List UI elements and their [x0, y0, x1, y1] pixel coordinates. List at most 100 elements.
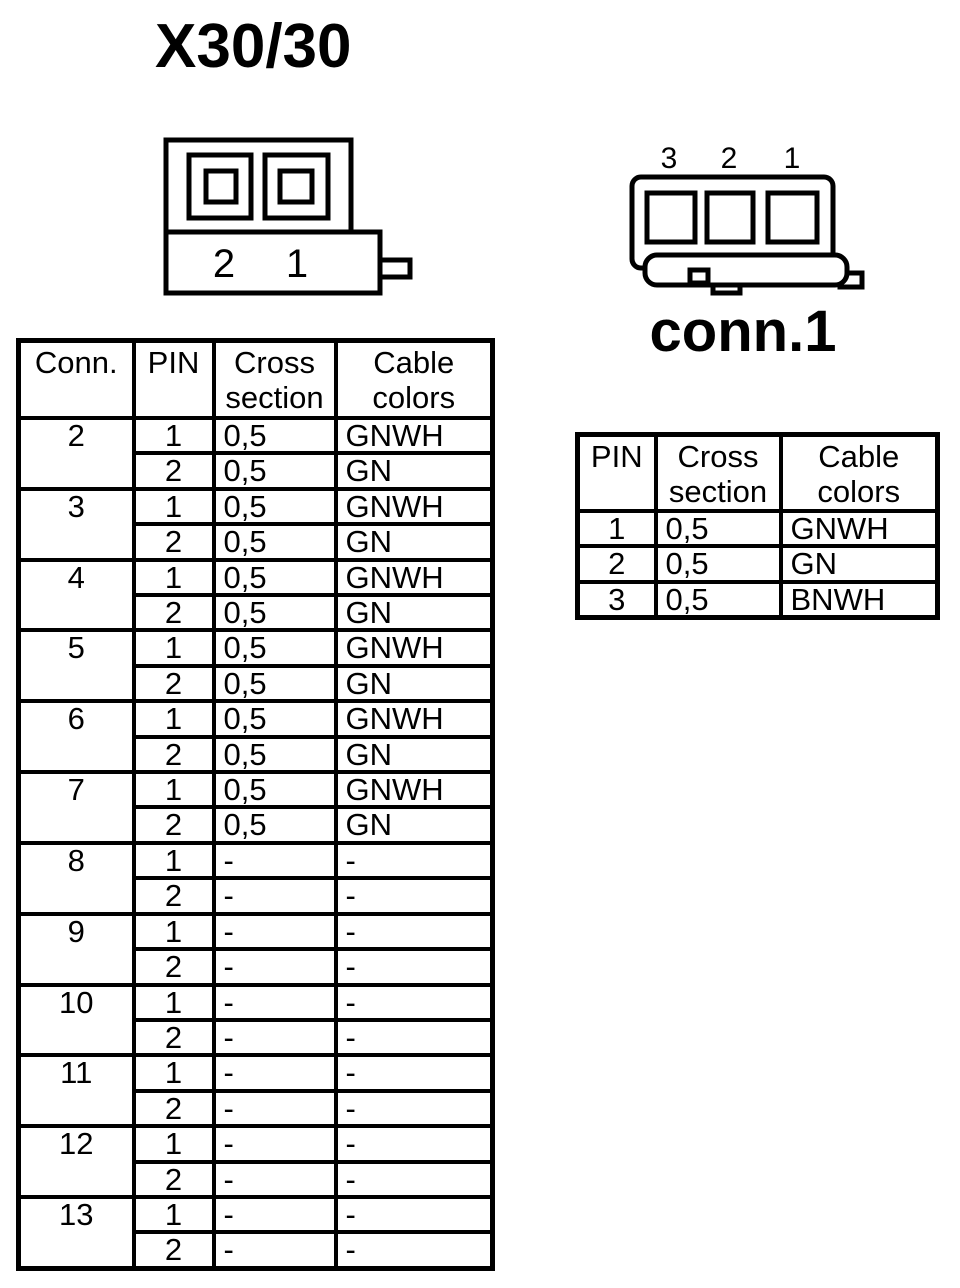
pin-cell: 1 [131, 840, 216, 881]
pin-cell: 1 [131, 557, 216, 598]
pin-cell: 1 [131, 1124, 216, 1164]
pin-cell: 2 [131, 593, 216, 633]
x30-table-header-row: Conn. PIN Cross section Cable colors [16, 338, 495, 420]
cross-section-cell: 0,5 [211, 628, 338, 668]
pin-cell: 1 [131, 911, 216, 952]
cable-color-cell: GN [333, 593, 495, 633]
cable-color-cell: GNWH [333, 628, 495, 668]
cable-color-cell: - [333, 1088, 495, 1129]
cross-section-cell: 0,5 [211, 451, 338, 491]
pin-cell: 2 [131, 522, 216, 562]
header-cross-section: Cross section [653, 432, 783, 513]
cable-color-cell: - [333, 1159, 495, 1199]
pin-cell: 2 [131, 1159, 216, 1199]
pin-cell: 1 [131, 628, 216, 668]
pin-cell: 1 [131, 486, 216, 527]
header-pin: PIN [131, 338, 216, 420]
pin-cell: 2 [131, 1088, 216, 1129]
cable-color-cell: - [333, 1124, 495, 1164]
conn-number-cell: 4 [16, 557, 136, 633]
conn-number-cell: 7 [16, 770, 136, 845]
x30-connector-diagram: 2 1 [163, 137, 413, 296]
conn-number-cell: 10 [16, 982, 136, 1058]
pin-cell: 1 [131, 1194, 216, 1235]
header-conn: Conn. [16, 338, 136, 420]
x30-table-row: 2-- [19, 1017, 495, 1058]
cross-section-cell: 0,5 [211, 415, 338, 456]
cross-section-cell: 0,5 [653, 579, 783, 620]
x30-table-row: 2-- [19, 947, 495, 987]
cable-color-cell: - [333, 947, 495, 987]
pin-cell: 1 [131, 770, 216, 810]
cable-color-cell: GNWH [333, 415, 495, 456]
x30-pin-label-2: 2 [213, 242, 235, 286]
conn1-pin2-cavity [704, 190, 756, 245]
pin-cell: 2 [131, 1017, 216, 1058]
page-title: X30/30 [155, 12, 352, 81]
cross-section-cell: - [211, 1124, 338, 1164]
cable-color-cell: GN [333, 522, 495, 562]
pin-cell: 1 [131, 699, 216, 739]
pin-cell: 1 [131, 982, 216, 1022]
pin-cell: 2 [131, 876, 216, 916]
conn1-table-header-row: PIN Cross section Cable colors [575, 432, 940, 513]
cable-color-cell: - [333, 982, 495, 1022]
cable-color-cell: GNWH [333, 770, 495, 810]
x30-housing-base [163, 229, 383, 296]
x30-table-row: 2-- [19, 1159, 495, 1199]
header-cable-colors: Cable colors [778, 432, 940, 513]
cable-color-cell: GN [333, 734, 495, 775]
cable-color-cell: GN [333, 663, 495, 704]
conn-number-cell: 8 [16, 840, 136, 916]
conn-number-cell: 9 [16, 911, 136, 987]
conn1-pin3-cavity [644, 190, 698, 245]
cross-section-cell: - [211, 1194, 338, 1235]
pin-cell: 2 [131, 663, 216, 704]
cross-section-cell: - [211, 876, 338, 916]
cross-section-cell: - [211, 911, 338, 952]
pin-cell: 2 [131, 1230, 216, 1271]
conn-number-cell: 6 [16, 699, 136, 775]
cable-color-cell: - [333, 840, 495, 881]
cable-color-cell: - [333, 1053, 495, 1093]
cross-section-cell: 0,5 [211, 663, 338, 704]
cross-section-cell: 0,5 [211, 734, 338, 775]
header-pin: PIN [575, 432, 658, 513]
cable-color-cell: GN [333, 805, 495, 845]
cable-color-cell: GN [333, 451, 495, 491]
conn1-lock-bar [642, 252, 850, 288]
cable-color-cell: GNWH [333, 699, 495, 739]
conn-number-cell: 2 [16, 416, 136, 491]
cross-section-cell: 0,5 [211, 805, 338, 845]
pin-cell: 2 [575, 544, 658, 584]
conn1-caption: conn.1 [649, 299, 837, 364]
cross-section-cell: 0,5 [211, 699, 338, 739]
pin-cell: 1 [575, 508, 658, 549]
x30-table-row: 2-- [19, 876, 495, 916]
x30-pin2-terminal [203, 168, 239, 205]
conn-number-cell: 13 [16, 1194, 136, 1271]
cross-section-cell: 0,5 [211, 770, 338, 810]
conn1-pin-label-2: 2 [721, 142, 738, 175]
cross-section-cell: 0,5 [211, 486, 338, 527]
cross-section-cell: 0,5 [653, 508, 783, 549]
cross-section-cell: 0,5 [211, 557, 338, 598]
pin-cell: 1 [131, 1053, 216, 1093]
pin-cell: 1 [131, 415, 216, 456]
